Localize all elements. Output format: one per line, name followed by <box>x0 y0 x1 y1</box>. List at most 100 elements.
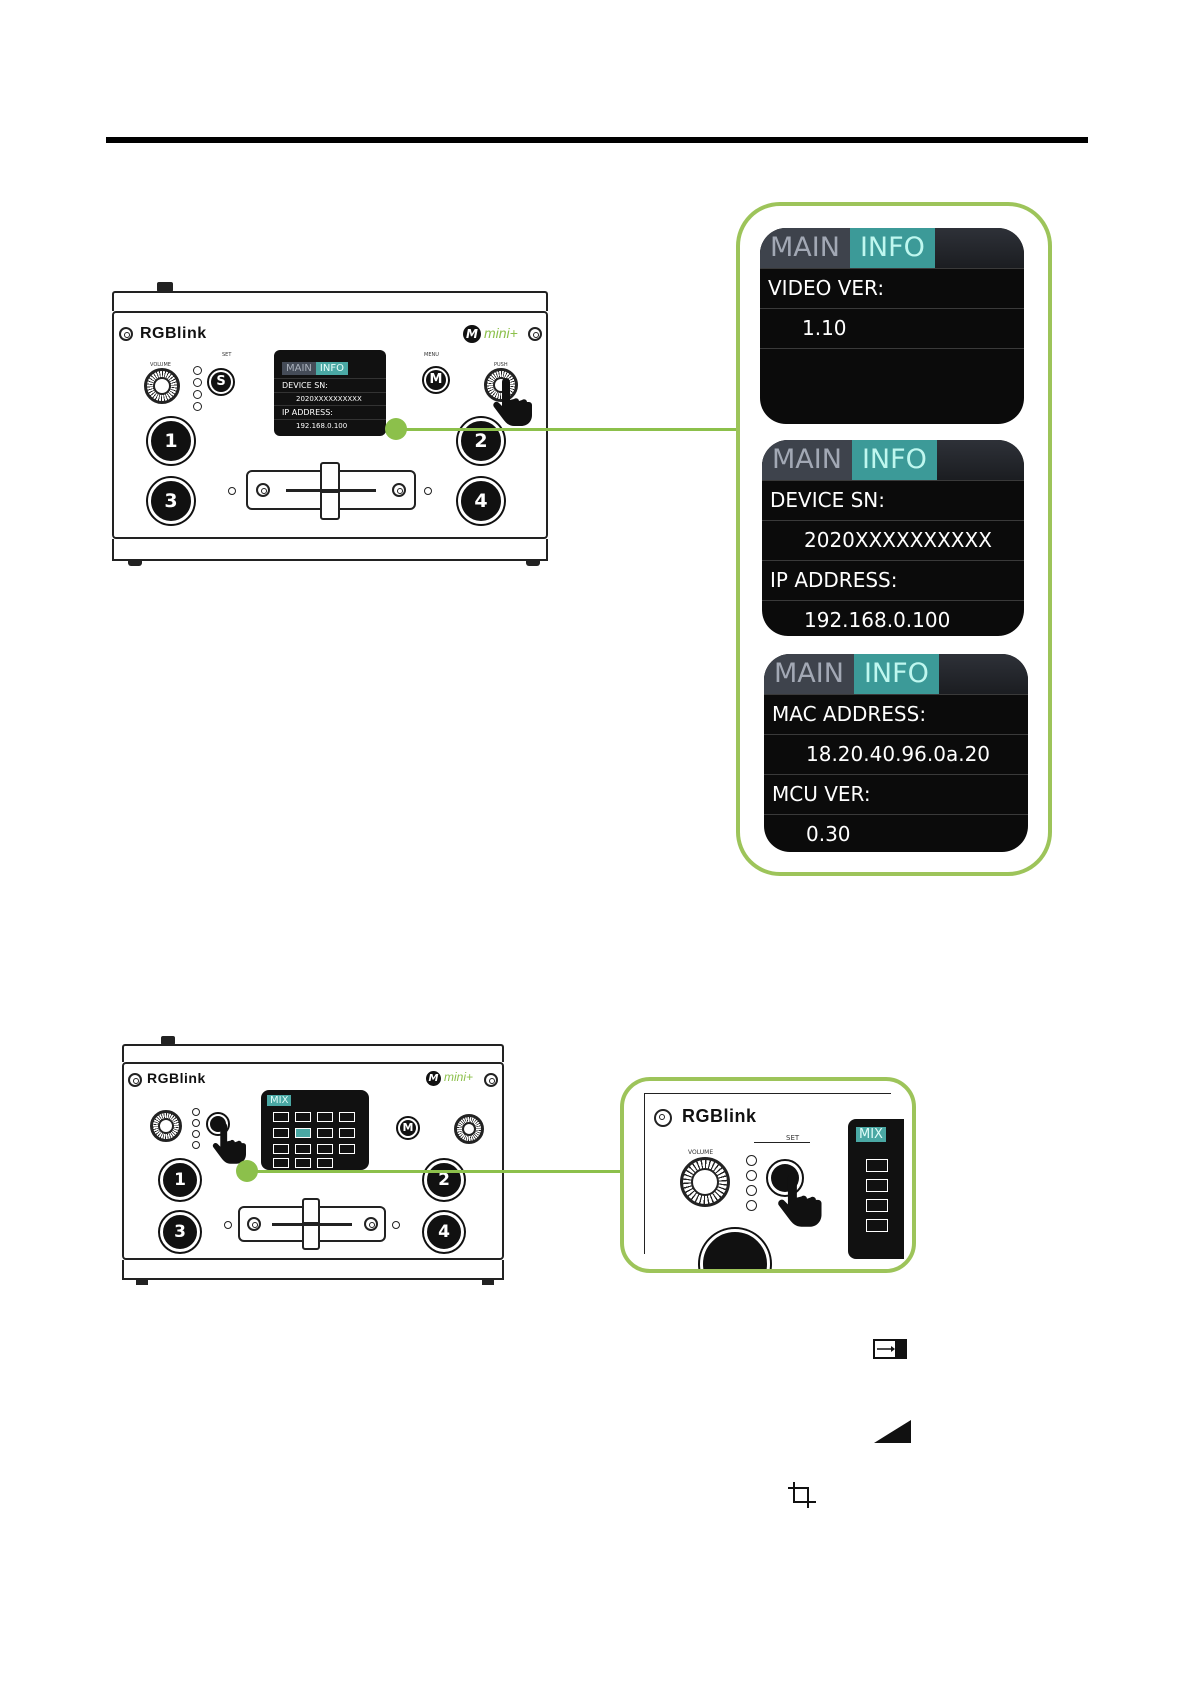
indicator-led <box>746 1170 757 1181</box>
input-button-1[interactable]: 1 <box>148 418 194 464</box>
volume-knob[interactable] <box>144 368 180 404</box>
panel-label: MAC ADDRESS: <box>764 694 1028 734</box>
indicator-led <box>746 1200 757 1211</box>
panel-tab-main: MAIN <box>762 440 852 480</box>
panel-label: VIDEO VER: <box>760 268 1024 308</box>
pip-icon <box>339 1112 355 1122</box>
pointing-hand-icon <box>778 1173 822 1227</box>
model-badge: mini+ <box>484 325 518 341</box>
panel-empty-row <box>760 348 1024 424</box>
screw-icon <box>119 327 133 341</box>
volume-wedge-icon <box>874 1420 911 1443</box>
power-knob <box>157 282 173 292</box>
model-badge: mini+ <box>444 1070 474 1084</box>
indicator-led <box>192 1141 200 1149</box>
mix-cut-icon <box>866 1159 888 1172</box>
fader-led <box>224 1221 232 1229</box>
fader-handle[interactable] <box>320 462 340 520</box>
panel-tab-main: MAIN <box>760 228 850 268</box>
power-knob <box>161 1036 175 1045</box>
layout-icon <box>317 1144 333 1154</box>
fader-led <box>392 1221 400 1229</box>
fader-led <box>228 487 236 495</box>
transition-wipe-icon <box>317 1112 333 1122</box>
zoom-set-rule <box>754 1142 810 1143</box>
zoom-set-label: SET <box>786 1134 800 1142</box>
fader-handle[interactable] <box>302 1198 320 1250</box>
device-foot <box>136 1280 148 1285</box>
lcd-row: DEVICE SN: <box>274 378 386 392</box>
layout-icon <box>295 1144 311 1154</box>
input-button-2[interactable]: 2 <box>424 1160 464 1200</box>
indicator-led <box>192 1108 200 1116</box>
panel-value: 1.10 <box>760 308 1024 348</box>
device-foot <box>482 1280 494 1285</box>
layout-icon <box>273 1128 289 1138</box>
panel-tab-info: INFO <box>851 440 937 480</box>
menu-button[interactable]: M <box>396 1116 420 1140</box>
layout-icon <box>295 1128 311 1138</box>
screw-icon <box>128 1073 142 1087</box>
top-rule <box>106 137 1088 143</box>
device-top-view-mix: RGBlink M mini+ MIX M 1 2 3 4 <box>120 1036 506 1292</box>
mix-fade-icon <box>295 1112 311 1122</box>
set-button[interactable]: S <box>207 368 235 396</box>
indicator-led <box>192 1119 200 1127</box>
callout-leader-line <box>404 428 736 431</box>
lcd-row: 2020XXXXXXXXXX <box>274 392 386 405</box>
panel-value: 192.168.0.100 <box>762 600 1024 636</box>
indicator-led <box>746 1155 757 1166</box>
indicator-led <box>193 366 202 375</box>
menu-label: MENU <box>424 352 439 358</box>
input-button-3[interactable]: 3 <box>148 478 194 524</box>
device-top-rail <box>112 291 548 311</box>
layout-icon <box>339 1128 355 1138</box>
model-logo-icon: M <box>463 325 481 343</box>
callout-anchor-dot <box>236 1160 258 1182</box>
input-button-3[interactable]: 3 <box>160 1212 200 1252</box>
lcd-tab-main: MAIN <box>282 362 316 375</box>
zoom-volume-label: VOLUME <box>688 1149 714 1156</box>
set-label: SET <box>222 352 232 358</box>
input-button-2[interactable]: 2 <box>458 418 504 464</box>
indicator-led <box>193 378 202 387</box>
brand-logo: RGBlink <box>140 325 207 342</box>
layout-icon <box>273 1144 289 1154</box>
device-foot <box>128 561 142 566</box>
menu-button[interactable]: M <box>422 366 450 394</box>
panel-value: 18.20.40.96.0a.20 <box>764 734 1028 774</box>
model-logo-icon: M <box>426 1071 441 1086</box>
input-button-4[interactable]: 4 <box>458 478 504 524</box>
volume-label: VOLUME <box>150 362 171 368</box>
lcd-row: IP ADDRESS: <box>274 405 386 419</box>
layout-icon <box>339 1144 355 1154</box>
push-knob[interactable] <box>454 1114 484 1144</box>
indicator-led <box>193 390 202 399</box>
lcd-tab-info: INFO <box>315 362 348 375</box>
zoom-lcd-tab-mix: MIX <box>856 1127 886 1142</box>
zoom-volume-knob <box>680 1157 730 1207</box>
panel-tab-info: INFO <box>853 654 939 694</box>
layout-icon <box>317 1158 333 1168</box>
mix-cut-icon <box>273 1112 289 1122</box>
brand-logo: RGBlink <box>147 1070 206 1086</box>
screw-icon <box>528 327 542 341</box>
panel-tab-info: INFO <box>849 228 935 268</box>
panel-value: 0.30 <box>764 814 1028 852</box>
fader-led <box>424 487 432 495</box>
indicator-led <box>746 1185 757 1196</box>
volume-knob[interactable] <box>150 1110 182 1142</box>
input-button-1[interactable]: 1 <box>160 1160 200 1200</box>
input-button-4[interactable]: 4 <box>424 1212 464 1252</box>
panel-value: 2020XXXXXXXXXX <box>762 520 1024 560</box>
indicator-led <box>193 402 202 411</box>
device-lcd-mix-screen: MIX <box>261 1090 369 1170</box>
device-foot <box>526 561 540 566</box>
lcd-row: 192.168.0.100 <box>274 419 386 432</box>
indicator-led <box>192 1130 200 1138</box>
layout-icon <box>866 1199 888 1212</box>
